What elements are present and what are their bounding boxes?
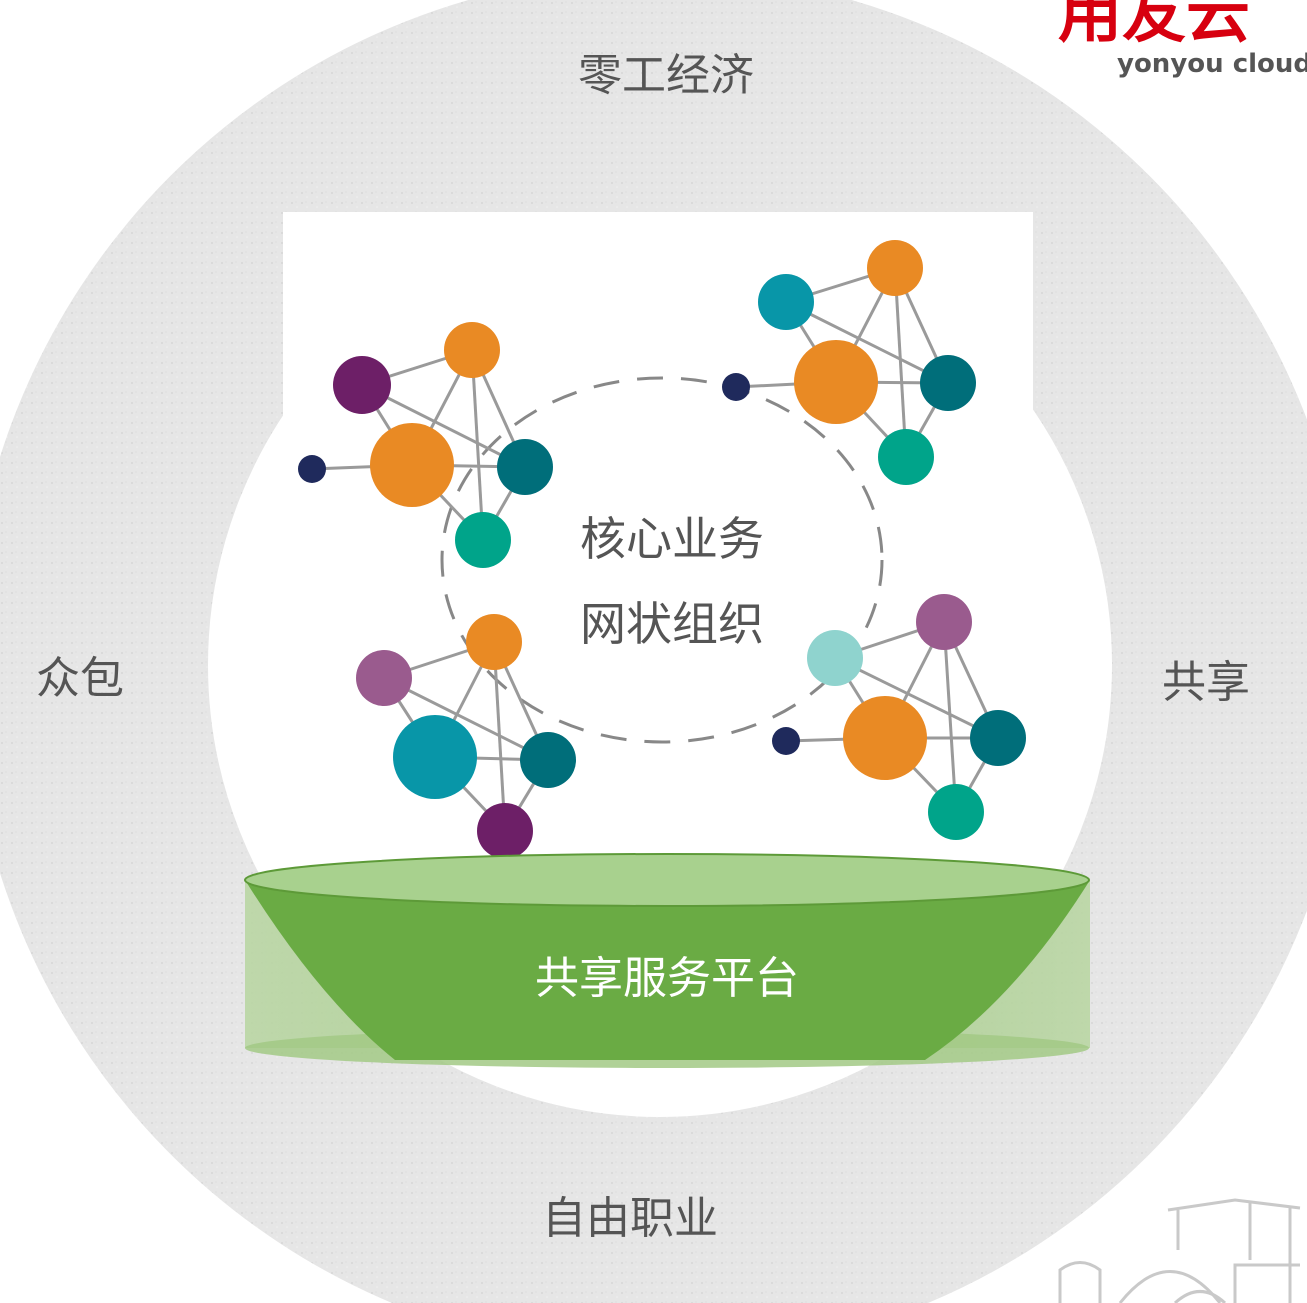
network-cluster-icon — [772, 594, 1026, 840]
network-cluster-icon — [298, 322, 553, 568]
core-dashed-ellipse — [440, 376, 884, 744]
platform-label: 共享服务平台 — [535, 953, 799, 1004]
ring-label-right: 共享 — [1162, 657, 1250, 708]
ring-label-left: 众包 — [36, 653, 124, 704]
brand-logo: 用友云 yonyou cloud — [1058, 0, 1307, 79]
core-line1: 核心业务 — [580, 512, 764, 566]
network-cluster-icon — [356, 614, 576, 859]
platform-dish: 共享服务平台 — [244, 853, 1090, 1068]
network-cluster-icon — [722, 240, 976, 485]
brand-name-en: yonyou cloud — [1117, 49, 1307, 79]
ring-label-top: 零工经济 — [578, 50, 754, 101]
city-skyline-icon — [1058, 1198, 1301, 1303]
core-line2: 网状组织 — [580, 597, 764, 651]
brand-name-cn: 用友云 — [1058, 0, 1250, 52]
ring-label-bottom: 自由职业 — [542, 1193, 718, 1244]
